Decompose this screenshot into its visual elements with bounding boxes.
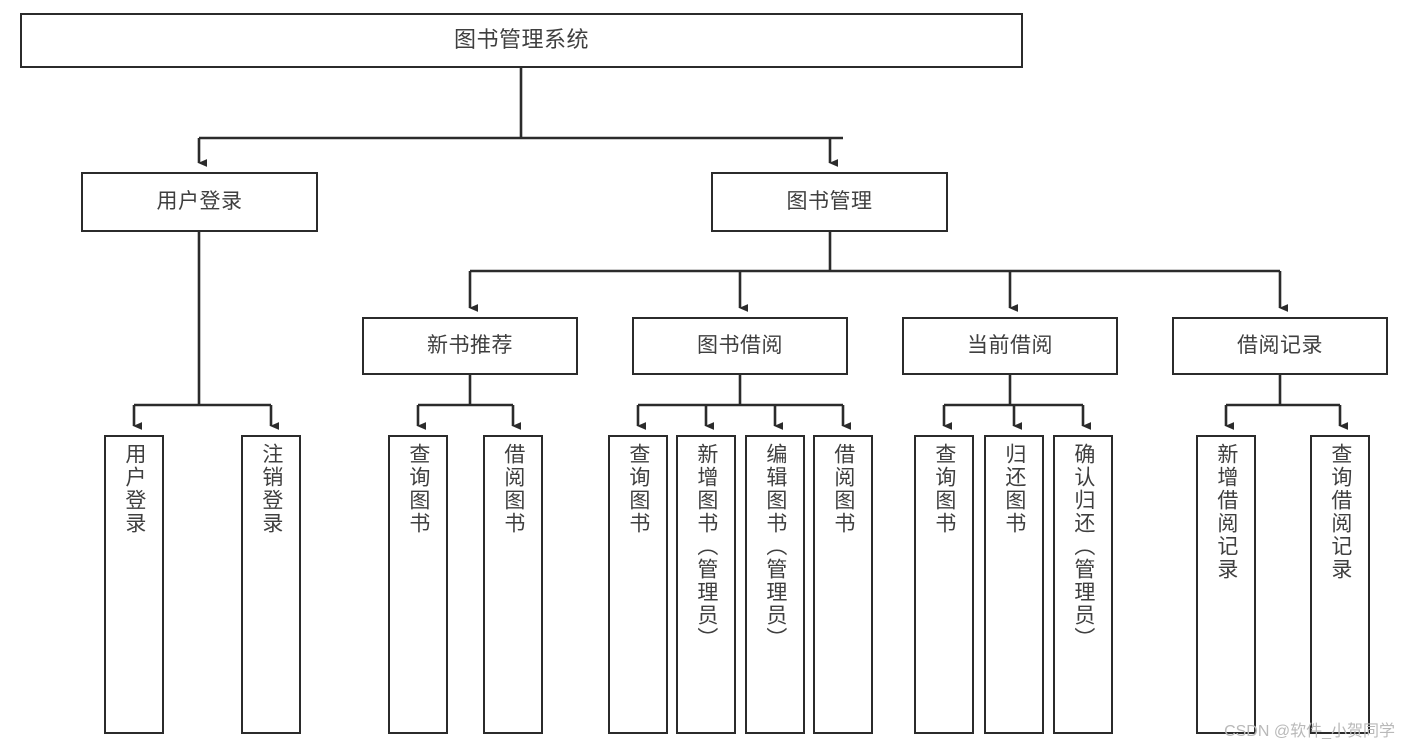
node-label: 图书管理	[786, 190, 873, 214]
node-label: 确认归还（管理员）	[1071, 443, 1095, 650]
node-label: 图书借阅	[697, 334, 783, 358]
node-label: 借阅记录	[1237, 334, 1323, 358]
node-label: 当前借阅	[967, 334, 1053, 358]
node-label: 用户登录	[122, 443, 146, 535]
node-label: 借阅图书	[831, 443, 855, 535]
node-label: 编辑图书（管理员）	[763, 443, 787, 650]
node-label: 归还图书	[1002, 443, 1026, 535]
node-label: 查询图书	[626, 443, 650, 535]
node-leaf-return-book[interactable]: 归还图书	[984, 435, 1044, 734]
node-label: 查询图书	[406, 443, 430, 535]
node-leaf-query-book-recommend[interactable]: 查询图书	[388, 435, 448, 734]
node-leaf-user-login[interactable]: 用户登录	[104, 435, 164, 734]
node-leaf-borrow-book[interactable]: 借阅图书	[813, 435, 873, 734]
node-label: 新书推荐	[427, 334, 513, 358]
node-new-book-recommend[interactable]: 新书推荐	[362, 317, 578, 375]
node-leaf-edit-book-admin[interactable]: 编辑图书（管理员）	[745, 435, 805, 734]
node-leaf-add-book-admin[interactable]: 新增图书（管理员）	[676, 435, 736, 734]
node-leaf-query-book-borrow[interactable]: 查询图书	[608, 435, 668, 734]
node-label: 借阅图书	[501, 443, 525, 535]
node-label: 查询借阅记录	[1328, 443, 1352, 581]
watermark-text: CSDN @软件_小贺同学	[1224, 723, 1395, 740]
node-label: 用户登录	[156, 190, 243, 214]
node-leaf-query-borrow-record[interactable]: 查询借阅记录	[1310, 435, 1370, 734]
node-root-book-management-system[interactable]: 图书管理系统	[20, 13, 1023, 68]
node-current-borrow[interactable]: 当前借阅	[902, 317, 1118, 375]
node-leaf-confirm-return-admin[interactable]: 确认归还（管理员）	[1053, 435, 1113, 734]
node-leaf-borrow-book-recommend[interactable]: 借阅图书	[483, 435, 543, 734]
node-label: 查询图书	[932, 443, 956, 535]
node-leaf-query-book-current[interactable]: 查询图书	[914, 435, 974, 734]
node-leaf-add-borrow-record[interactable]: 新增借阅记录	[1196, 435, 1256, 734]
node-label: 注销登录	[259, 443, 283, 535]
node-book-borrow[interactable]: 图书借阅	[632, 317, 848, 375]
node-borrow-record[interactable]: 借阅记录	[1172, 317, 1388, 375]
node-label: 图书管理系统	[453, 27, 589, 53]
node-label: 新增借阅记录	[1214, 443, 1238, 581]
node-user-login[interactable]: 用户登录	[81, 172, 318, 232]
node-label: 新增图书（管理员）	[694, 443, 718, 650]
node-book-management[interactable]: 图书管理	[711, 172, 948, 232]
node-leaf-logout-login[interactable]: 注销登录	[241, 435, 301, 734]
